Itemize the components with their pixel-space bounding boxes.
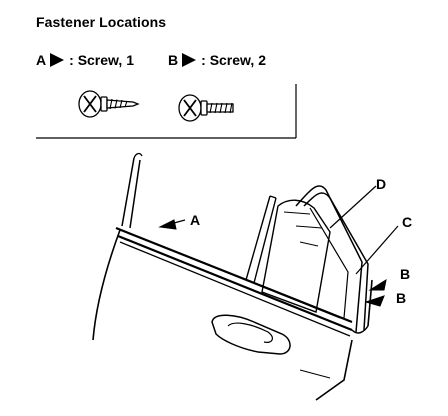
door-outline	[92, 152, 373, 401]
legend-description-b: Screw, 2	[209, 52, 266, 68]
callout-c: C	[402, 214, 413, 230]
callout-b-upper: B	[400, 266, 411, 282]
diagram-title: Fastener Locations	[36, 14, 167, 30]
callout-d: D	[376, 176, 387, 192]
legend-letter-b: B	[168, 52, 179, 68]
screw-b-icon	[178, 94, 234, 122]
legend-letter-a: A	[36, 52, 47, 68]
legend-item-a: A : Screw, 1	[36, 52, 134, 68]
arrow-icon	[50, 53, 65, 67]
legend-description-a: Screw, 1	[77, 52, 134, 68]
arrow-icon	[182, 53, 197, 67]
legend-separator: :	[69, 52, 74, 68]
legend-separator: :	[201, 52, 206, 68]
legend-item-b: B : Screw, 2	[168, 52, 266, 68]
callout-pointers	[158, 185, 399, 307]
screw-a-icon	[78, 90, 140, 118]
callout-a: A	[190, 212, 201, 228]
callout-b-lower: B	[396, 290, 407, 306]
